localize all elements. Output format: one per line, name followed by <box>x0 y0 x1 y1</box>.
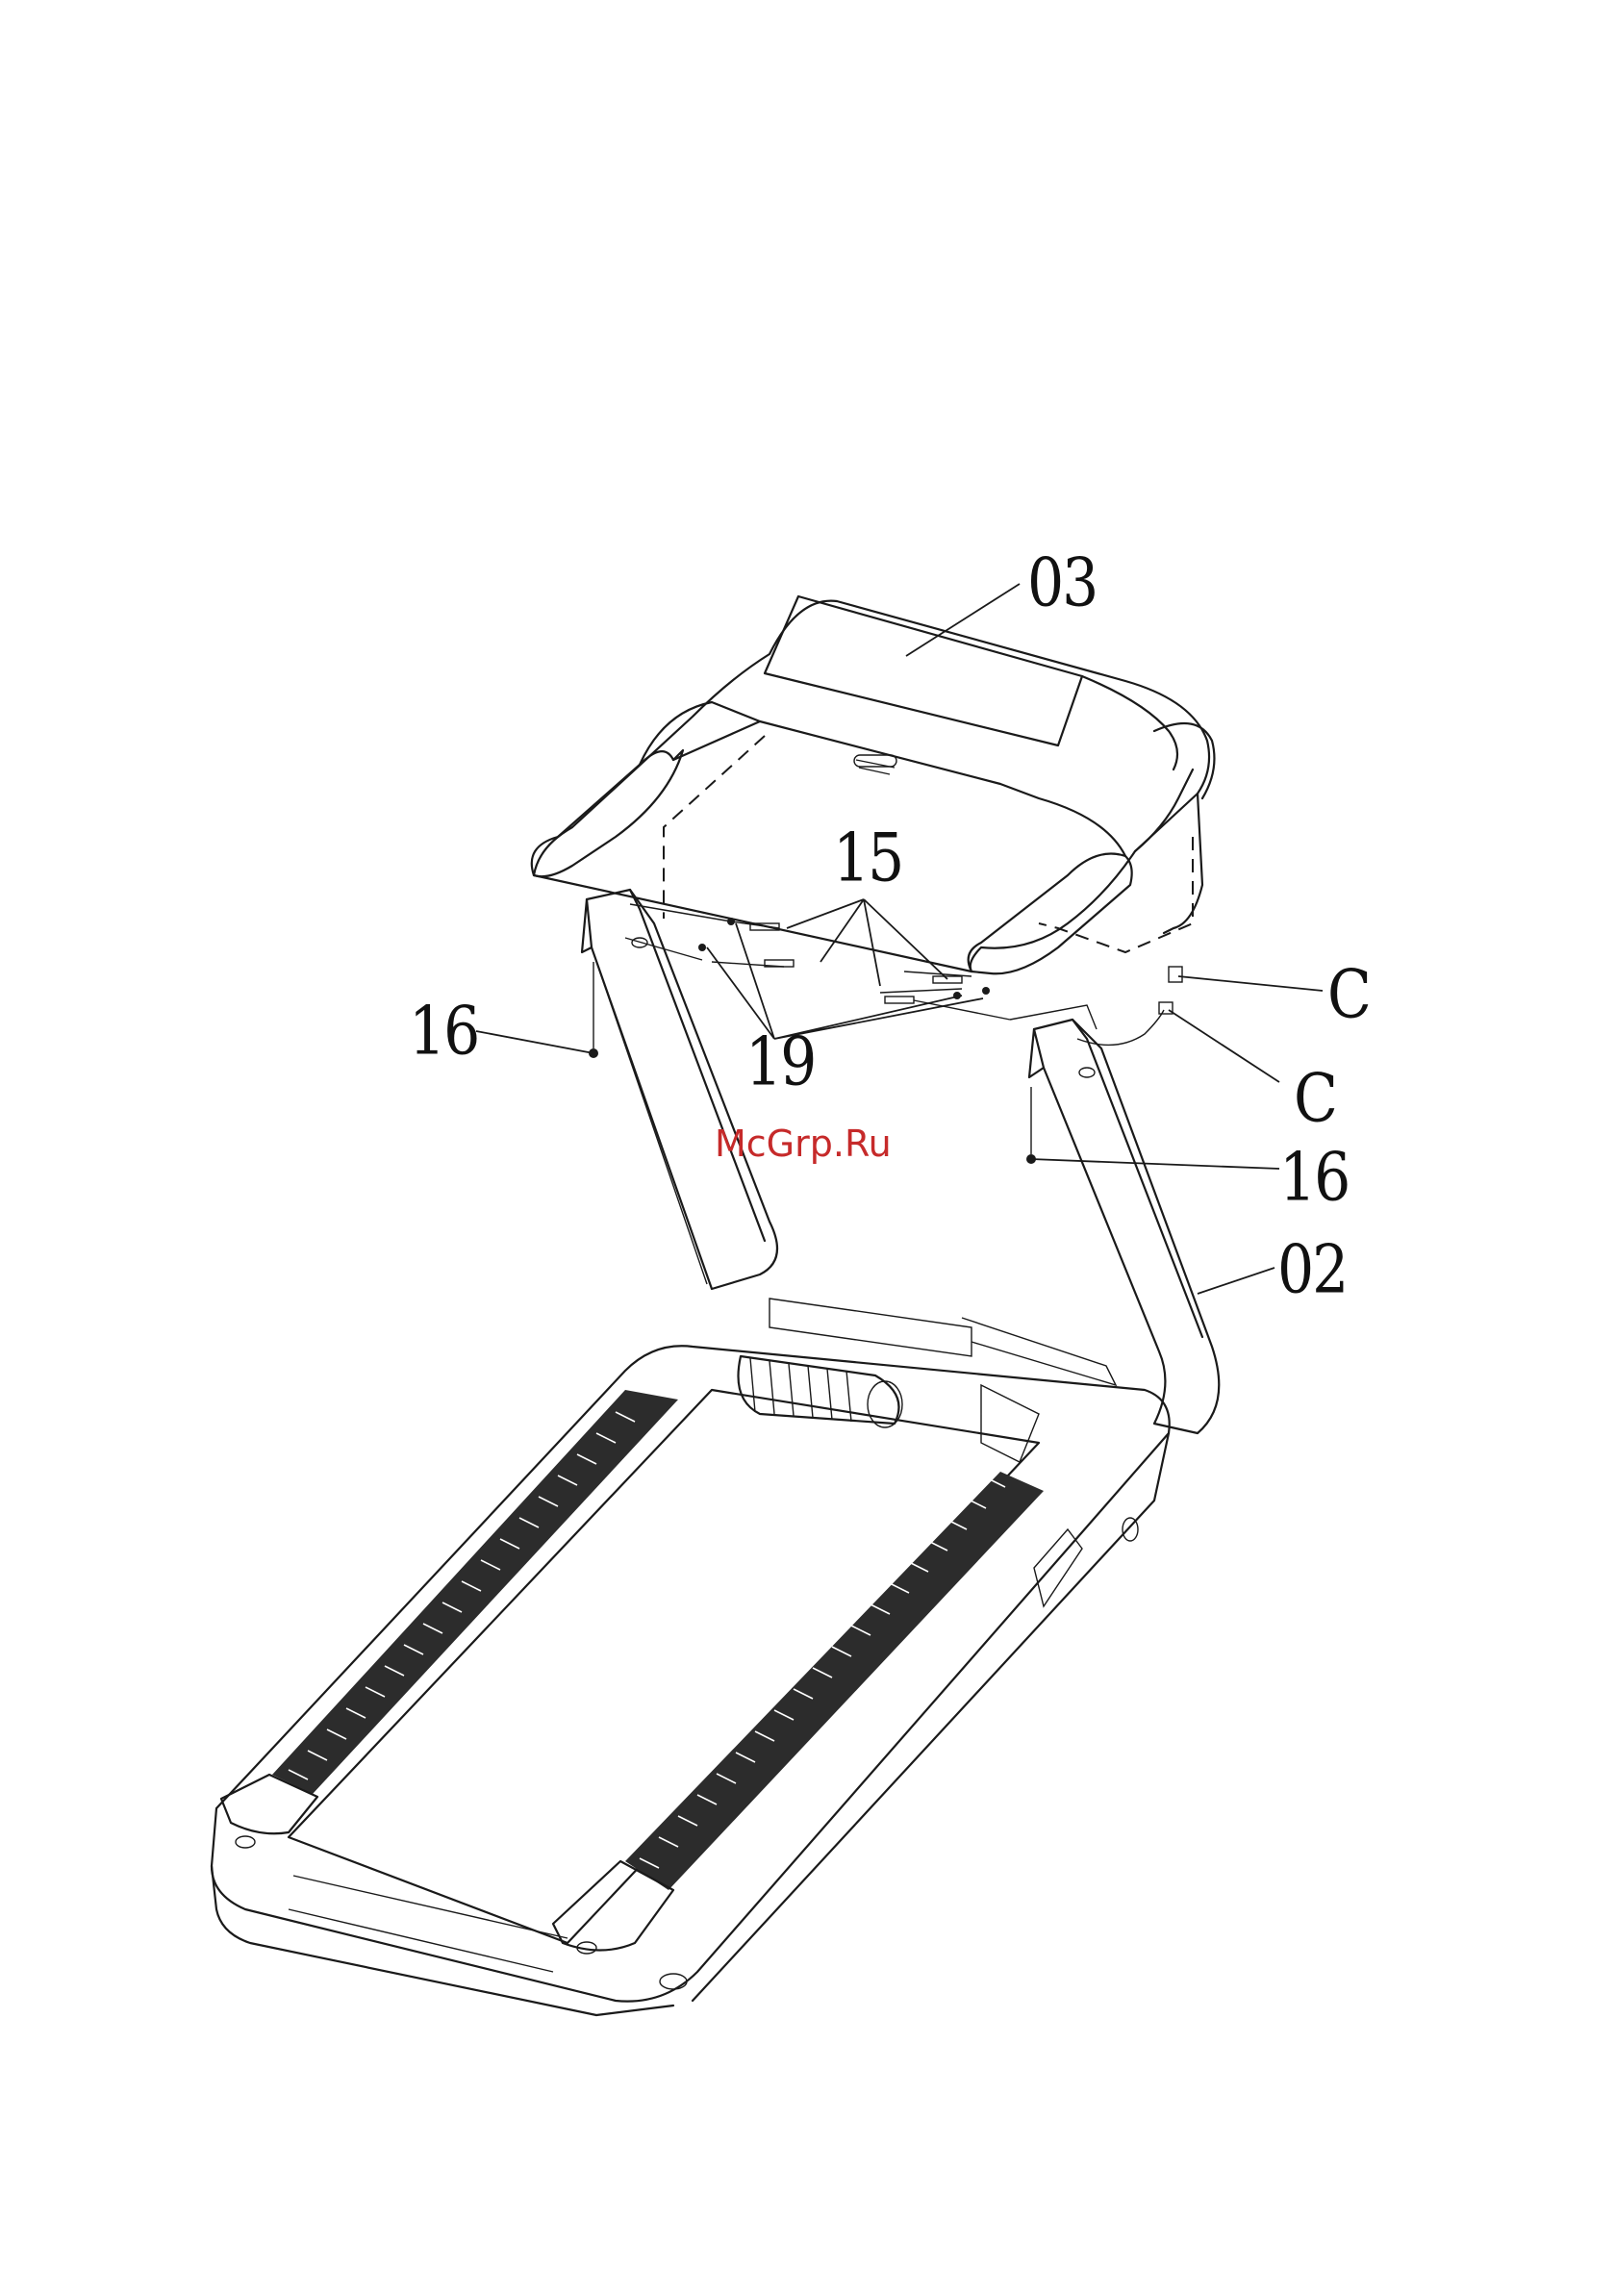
watermark: McGrp.Ru <box>715 1125 892 1162</box>
leader-lines <box>476 584 1323 1294</box>
treadmill-base <box>212 1299 1170 2015</box>
dashed-guide <box>664 736 1193 952</box>
callout-16-right: 16 <box>1279 1145 1349 1211</box>
callout-19: 19 <box>745 1029 815 1096</box>
right-upright <box>1010 1005 1219 1433</box>
callout-c-upper: C <box>1327 962 1370 1028</box>
callout-15: 15 <box>833 825 902 892</box>
console-assembly <box>532 596 1215 973</box>
right-side-rail <box>553 1472 1044 1951</box>
cable <box>1077 967 1182 1045</box>
callout-16-left: 16 <box>409 998 478 1065</box>
callout-02: 02 <box>1277 1237 1347 1303</box>
callout-c-lower: C <box>1294 1066 1336 1132</box>
left-side-rail <box>221 1390 678 1833</box>
callout-03: 03 <box>1027 550 1097 617</box>
